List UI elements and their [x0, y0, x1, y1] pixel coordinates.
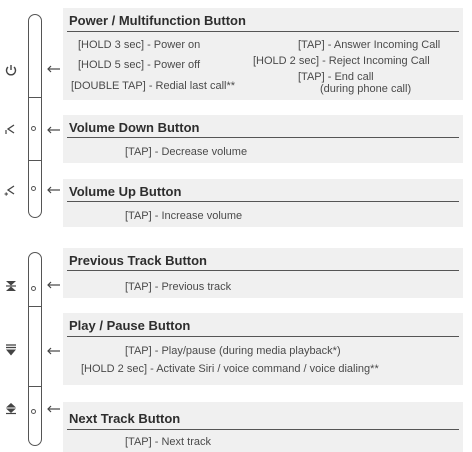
title-rule	[67, 137, 459, 138]
power-icon	[5, 65, 17, 76]
title-rule	[67, 429, 459, 430]
previous-track-text: [TAP] - Previous track	[125, 281, 232, 293]
title-rule	[67, 336, 459, 337]
power-button-title: Power / Multifunction Button	[69, 13, 246, 28]
next-track-text: [TAP] - Next track	[125, 436, 211, 448]
next-track-arrow	[47, 405, 60, 413]
volume-up-text: [TAP] - Increase volume	[125, 210, 243, 222]
volume-down-title: Volume Down Button	[69, 120, 200, 135]
lower-button-strip	[28, 252, 42, 446]
power-off-text: [HOLD 5 sec] - Power off	[78, 59, 201, 71]
volume-up-title: Volume Up Button	[69, 184, 182, 199]
title-rule	[67, 270, 459, 271]
title-rule	[67, 201, 459, 202]
previous-track-box: Previous Track Button [TAP] - Previous t…	[63, 248, 463, 298]
play-pause-box: Play / Pause Button [TAP] - Play/pause (…	[63, 313, 463, 385]
volume-up-arrow	[47, 186, 60, 194]
next-track-icon	[6, 403, 16, 415]
strip-divider	[28, 306, 42, 308]
play-pause-icon	[6, 344, 16, 356]
volume-down-arrow	[47, 126, 60, 134]
volume-down-box: Volume Down Button [TAP] - Decrease volu…	[63, 115, 463, 163]
previous-track-button-dot	[31, 286, 36, 291]
play-pause-hold-text: [HOLD 2 sec] - Activate Siri / voice com…	[81, 363, 379, 375]
upper-button-strip	[28, 14, 42, 218]
play-pause-tap-text: [TAP] - Play/pause (during media playbac…	[125, 345, 341, 357]
end-call-text: [TAP] - End call	[298, 71, 374, 83]
volume-up-icon	[4, 185, 15, 196]
previous-track-icon	[6, 281, 16, 291]
volume-up-button-dot	[31, 186, 36, 191]
next-track-title: Next Track Button	[69, 411, 181, 426]
next-track-button-dot	[31, 409, 36, 414]
volume-down-button-dot	[31, 126, 36, 131]
strip-divider	[28, 386, 42, 388]
volume-down-icon	[5, 124, 15, 134]
power-on-text: [HOLD 3 sec] - Power on	[78, 39, 201, 51]
reject-call-text: [HOLD 2 sec] - Reject Incoming Call	[253, 55, 430, 67]
volume-down-text: [TAP] - Decrease volume	[125, 146, 248, 158]
strip-divider	[28, 97, 42, 99]
volume-up-box: Volume Up Button [TAP] - Increase volume	[63, 179, 463, 227]
redial-text: [DOUBLE TAP] - Redial last call**	[71, 80, 236, 92]
end-call-note: (during phone call)	[320, 83, 412, 95]
answer-call-text: [TAP] - Answer Incoming Call	[298, 39, 441, 51]
previous-track-arrow	[47, 281, 60, 289]
power-button-box: Power / Multifunction Button [HOLD 3 sec…	[63, 8, 463, 100]
next-track-box: Next Track Button [TAP] - Next track	[63, 402, 463, 452]
previous-track-title: Previous Track Button	[69, 253, 207, 268]
strip-divider	[28, 160, 42, 162]
play-pause-arrow	[47, 347, 60, 355]
title-rule	[67, 31, 459, 32]
power-arrow	[47, 65, 60, 73]
play-pause-title: Play / Pause Button	[69, 318, 191, 333]
